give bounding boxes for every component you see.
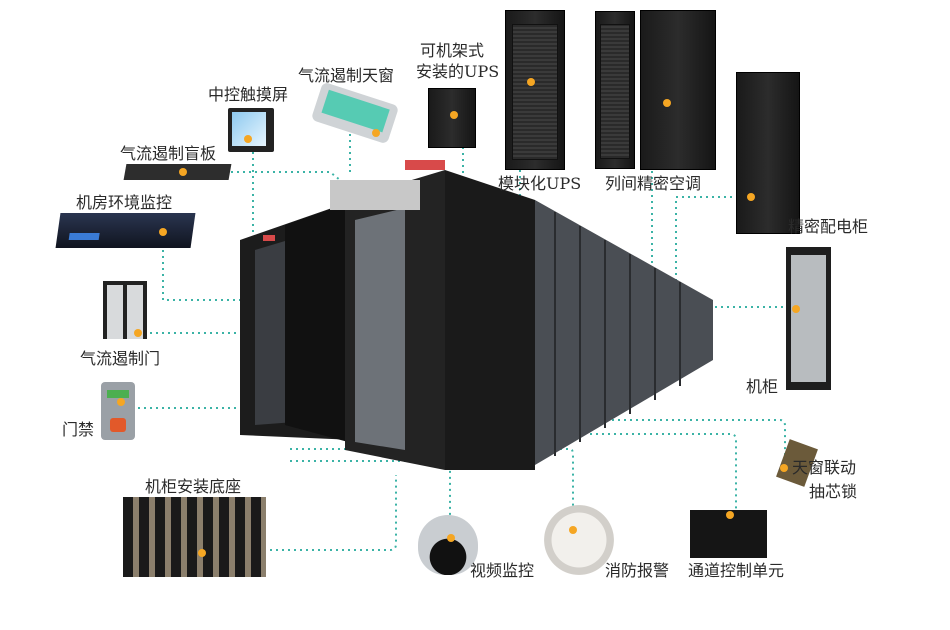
link-fire (290, 448, 574, 530)
skylight-marker (372, 129, 380, 137)
modular-ups-label: 模块化UPS (498, 174, 582, 193)
modular-ups-marker (527, 78, 535, 86)
touch-screen-image (228, 108, 274, 152)
env-monitor-label: 机房环境监控 (76, 193, 173, 212)
access-control-marker (117, 398, 125, 406)
link-lock (300, 419, 786, 467)
cabinet-label: 机柜 (746, 377, 779, 396)
blank-panel-label: 气流遏制盲板 (120, 144, 217, 163)
link-blank-panel (183, 171, 341, 181)
cabinet-marker (792, 305, 800, 313)
skylight-label: 气流遏制天窗 (298, 66, 395, 85)
cabinet-base-label: 机柜安装底座 (145, 477, 242, 496)
inrow-ac-image-1 (595, 11, 635, 169)
airflow-door-marker (134, 329, 142, 337)
access-control-label: 门禁 (62, 420, 95, 439)
cabinet-base-marker (198, 549, 206, 557)
link-channel (308, 433, 737, 515)
skylight-lock-label-1: 天窗联动 (792, 458, 857, 477)
airflow-door-image (103, 281, 147, 339)
link-env-monitor (162, 232, 290, 301)
video-surveillance-label: 视频监控 (470, 561, 535, 580)
inrow-ac-label: 列间精密空调 (605, 174, 702, 193)
channel-control-marker (726, 511, 734, 519)
pdu-cabinet-image (736, 72, 800, 234)
rack-ups-label-2: 安装的UPS (416, 62, 500, 81)
smoke-detector-image (544, 505, 614, 575)
video-camera-image (418, 515, 478, 575)
blank-panel-image (123, 164, 232, 180)
env-monitor-marker (159, 228, 167, 236)
rack-ups-label-1: 可机架式 (420, 41, 485, 60)
env-monitor-image (55, 213, 196, 248)
modular-ups-image (505, 10, 565, 170)
cabinet-image (786, 247, 831, 390)
touch-screen-marker (244, 135, 252, 143)
lock-marker (780, 464, 788, 472)
airflow-door-label: 气流遏制门 (80, 349, 161, 368)
pdu-cabinet-marker (747, 193, 755, 201)
micro-module-cabinets (235, 160, 715, 480)
fire-alarm-label: 消防报警 (605, 561, 670, 580)
pdu-cabinet-label: 精密配电柜 (788, 217, 869, 236)
channel-control-label: 通道控制单元 (688, 561, 785, 580)
blank-panel-marker (179, 168, 187, 176)
skylight-lock-label-2: 抽芯锁 (809, 482, 858, 501)
access-control-image (101, 382, 135, 440)
video-marker (447, 534, 455, 542)
fire-alarm-marker (569, 526, 577, 534)
cabinet-base-image (123, 497, 266, 577)
inrow-ac-image-2 (640, 10, 716, 170)
touch-screen-label: 中控触摸屏 (208, 85, 289, 104)
rack-ups-marker (450, 111, 458, 119)
inrow-ac-marker (663, 99, 671, 107)
link-base (270, 475, 397, 551)
